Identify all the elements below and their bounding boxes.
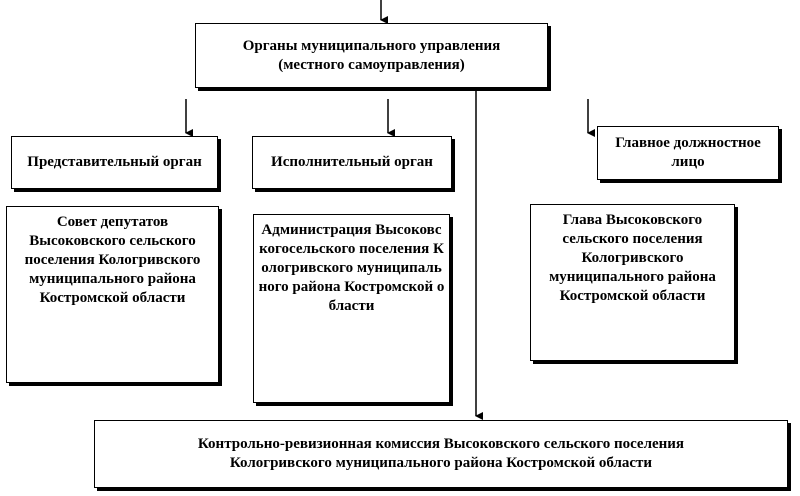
head-official-header-text: Главное должностное лицо	[615, 135, 761, 170]
root-organ-box: Органы муниципального управления (местно…	[195, 23, 548, 88]
audit-commission-line1: Контрольно-ревизионная комиссия Высоковс…	[197, 436, 685, 452]
representative-organ-header: Представительный орган	[11, 136, 218, 189]
root-title-line2: (местного самоуправления)	[278, 56, 465, 73]
head-of-settlement-text: Глава Высоковского сельского поселения К…	[549, 212, 716, 304]
head-official-header: Главное должностное лицо	[597, 126, 779, 180]
representative-organ-header-text: Представительный орган	[27, 154, 202, 170]
council-of-deputies-box: Совет депутатов Высоковского сельского п…	[6, 206, 219, 383]
executive-organ-header: Исполнительный орган	[252, 136, 452, 189]
audit-commission-box: Контрольно-ревизионная комиссия Высоковс…	[94, 420, 788, 488]
head-of-settlement-box: Глава Высоковского сельского поселения К…	[530, 204, 735, 361]
administration-box: Администрация Высоковскогосельского посе…	[253, 214, 450, 403]
executive-organ-header-text: Исполнительный орган	[271, 154, 433, 170]
root-title-line1: Органы муниципального управления	[242, 37, 501, 54]
administration-text: Администрация Высоковскогосельского посе…	[258, 222, 445, 314]
council-of-deputies-text: Совет депутатов Высоковского сельского п…	[24, 214, 201, 306]
audit-commission-line2: Кологривского муниципального района Кост…	[229, 455, 653, 471]
